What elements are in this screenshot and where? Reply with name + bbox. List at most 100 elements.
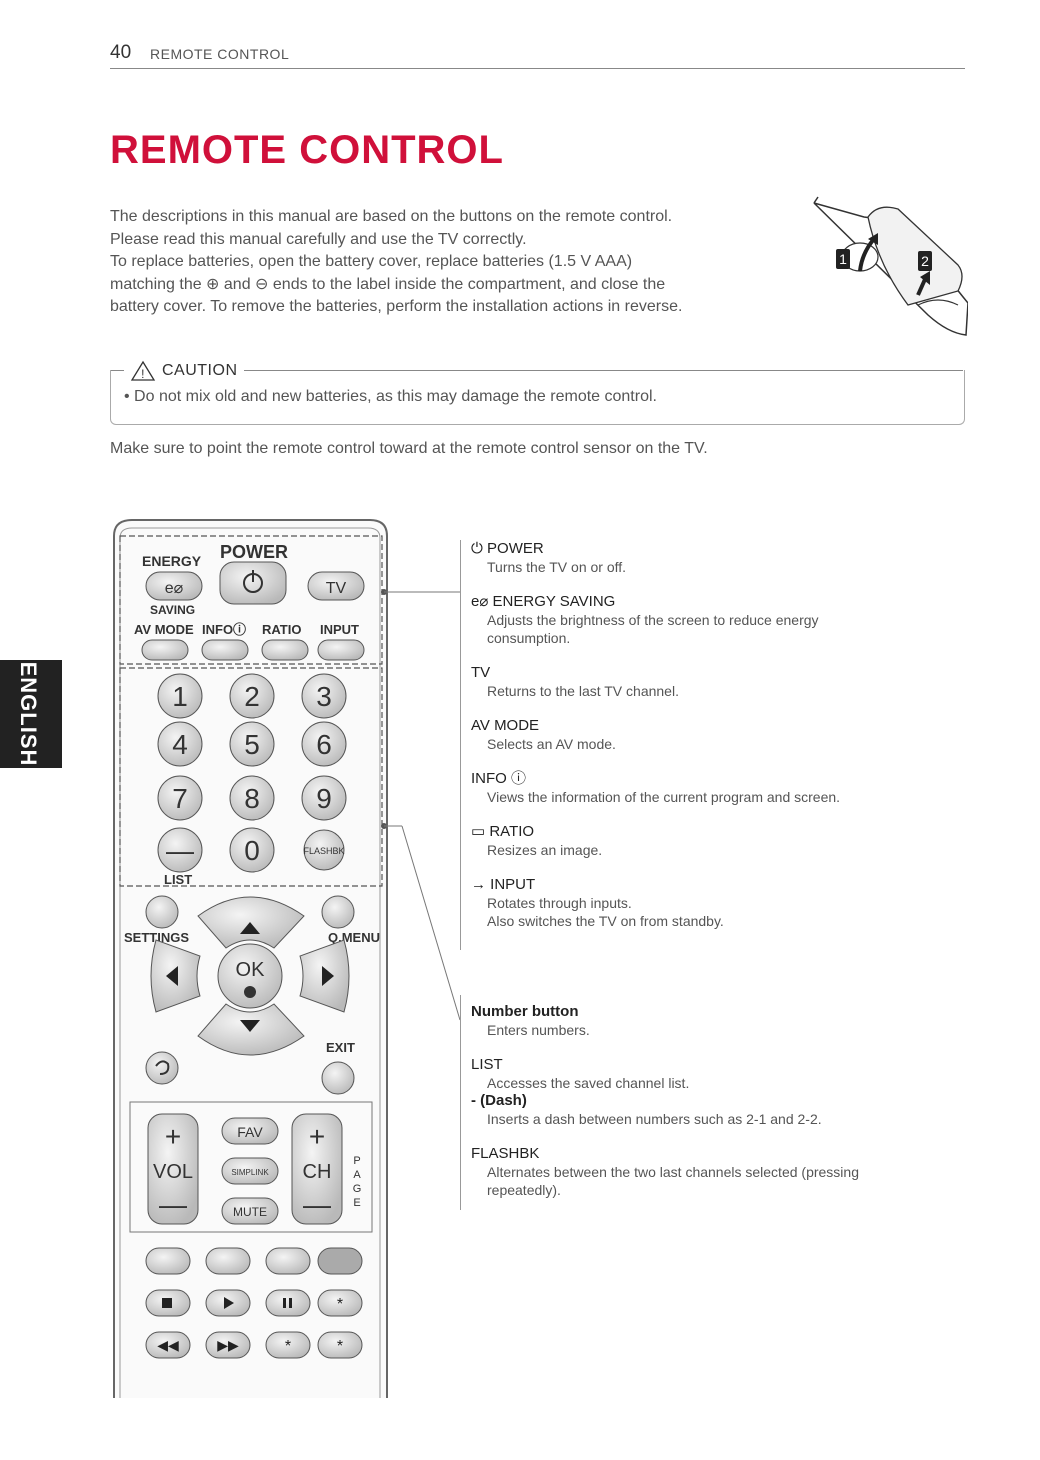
- settings-button: [145, 895, 179, 929]
- desc-info: INFO ⓘ Views the information of the curr…: [471, 770, 841, 805]
- button-descriptions-top: ⏻ POWER Turns the TV on or off. e⌀ ENERG…: [460, 540, 941, 950]
- intro-line: matching the ⊕ and ⊖ ends to the label i…: [110, 275, 666, 293]
- step-2-badge: [918, 251, 932, 271]
- svg-text:G: G: [353, 1183, 362, 1195]
- tv-button: [307, 571, 365, 601]
- svg-text:▶▶: ▶▶: [217, 1337, 239, 1353]
- mute-button: [221, 1197, 279, 1225]
- svg-text:e⌀: e⌀: [165, 580, 184, 597]
- desc-avmode: AV MODE Selects an AV mode.: [471, 717, 616, 752]
- exit-button: [321, 1061, 355, 1095]
- svg-text:—: —: [166, 835, 194, 866]
- settings-label: SETTINGS: [124, 930, 189, 945]
- number-pad: 1 2 3 4 5 6 7 8 9 — 0 FLASHBK LIST: [157, 673, 347, 887]
- section-name: REMOTE CONTROL: [150, 46, 290, 62]
- caution-text: • Do not mix old and new batteries, as t…: [124, 388, 657, 405]
- step-1-label: 1: [839, 251, 847, 267]
- svg-text:7: 7: [172, 783, 188, 814]
- page-number: 40: [110, 42, 132, 63]
- caution-box: ! CAUTION • Do not mix old and new batte…: [110, 360, 965, 426]
- playback-keys: * ◀◀ ▶▶ * *: [145, 1289, 363, 1359]
- navigation-ring: OK: [150, 896, 350, 1056]
- remote-control-illustration: ENERGY POWER e⌀ TV SAVING AV MODE INFOⓘ …: [113, 519, 388, 1398]
- svg-text:*: *: [285, 1338, 291, 1355]
- pointing-instruction: Make sure to point the remote control to…: [110, 440, 708, 457]
- svg-text:6: 6: [316, 729, 332, 760]
- language-label: ENGLISH: [16, 661, 41, 767]
- intro-line: To replace batteries, open the battery c…: [110, 253, 633, 270]
- back-button: [145, 1051, 179, 1085]
- svg-text:OK: OK: [236, 959, 266, 981]
- channel-rocker: [291, 1113, 343, 1225]
- page-header: 40 REMOTE CONTROL: [110, 42, 965, 69]
- desc-power: ⏻ POWER Turns the TV on or off.: [471, 540, 627, 575]
- power-label: POWER: [220, 542, 288, 562]
- intro-line: The descriptions in this manual are base…: [110, 208, 673, 225]
- svg-text:2: 2: [244, 681, 260, 712]
- power-button: [219, 561, 287, 605]
- desc-tv: TV Returns to the last TV channel.: [471, 664, 679, 699]
- saving-label: SAVING: [150, 603, 195, 617]
- page-title: REMOTE CONTROL: [110, 128, 504, 172]
- caution-label: CAUTION: [162, 362, 238, 379]
- exit-label: EXIT: [326, 1040, 355, 1055]
- energy-saving-button: [145, 571, 203, 601]
- intro-paragraph: The descriptions in this manual are base…: [110, 206, 780, 319]
- desc-energy-saving: e⌀ ENERGY SAVING Adjusts the brightness …: [471, 593, 819, 646]
- svg-text:1: 1: [172, 681, 188, 712]
- svg-text:CH: CH: [303, 1161, 332, 1183]
- energy-label: ENERGY: [142, 553, 202, 569]
- svg-text:FAV: FAV: [237, 1124, 263, 1140]
- avmode-label: AV MODE: [134, 622, 194, 637]
- button-descriptions-bottom: Number button Enters numbers. LIST Acces…: [460, 995, 941, 1210]
- intro-line: Please read this manual carefully and us…: [110, 230, 527, 248]
- desc-input: → INPUT Rotates through inputs. Also swi…: [471, 876, 724, 929]
- desc-list: LIST Accesses the saved channel list. - …: [471, 1056, 822, 1127]
- desc-number: Number button Enters numbers.: [471, 1003, 590, 1038]
- svg-text:MUTE: MUTE: [233, 1205, 267, 1219]
- svg-text:FLASHBK: FLASHBK: [303, 846, 344, 856]
- ratio-button: [261, 639, 309, 661]
- svg-text:9: 9: [316, 783, 332, 814]
- input-label: INPUT: [320, 622, 359, 637]
- leader-lines: [381, 589, 461, 1021]
- svg-text:*: *: [337, 1338, 343, 1355]
- svg-text:A: A: [353, 1169, 361, 1181]
- svg-text:VOL: VOL: [153, 1161, 193, 1183]
- svg-text:*: *: [337, 1296, 343, 1313]
- ratio-label: RATIO: [262, 622, 301, 637]
- svg-text:!: !: [141, 367, 145, 381]
- svg-text:SIMPLINK: SIMPLINK: [231, 1168, 269, 1177]
- colour-keys: [145, 1247, 363, 1275]
- svg-text:3: 3: [316, 681, 332, 712]
- svg-text:E: E: [353, 1197, 360, 1209]
- desc-flashbk: FLASHBK Alternates between the two last …: [471, 1145, 859, 1198]
- info-label: INFOⓘ: [202, 622, 246, 637]
- svg-text:—: —: [159, 1189, 187, 1220]
- svg-text:5: 5: [244, 729, 260, 760]
- step-2-label: 2: [921, 253, 929, 269]
- qmenu-button: [321, 895, 355, 929]
- intro-line: battery cover. To remove the batteries, …: [110, 298, 683, 315]
- svg-text:+: +: [309, 1121, 325, 1152]
- page-label: P: [353, 1155, 360, 1167]
- avmode-button: [141, 639, 189, 661]
- svg-text:8: 8: [244, 783, 260, 814]
- ok-button: [217, 943, 283, 1009]
- svg-text:◀◀: ◀◀: [157, 1337, 179, 1353]
- svg-text:0: 0: [244, 835, 260, 866]
- warning-icon: !: [130, 360, 156, 381]
- volume-rocker: [147, 1113, 199, 1225]
- svg-text:4: 4: [172, 729, 188, 760]
- svg-text:LIST: LIST: [164, 872, 192, 887]
- tv-label: TV: [326, 580, 347, 597]
- step-1-badge: [836, 249, 850, 269]
- info-button: [201, 639, 249, 661]
- input-button: [317, 639, 365, 661]
- caution-heading: ! CAUTION: [124, 360, 244, 382]
- language-tab: ENGLISH: [0, 660, 62, 768]
- svg-text:—: —: [303, 1189, 331, 1220]
- simplink-button: [221, 1157, 279, 1185]
- desc-ratio: ▭ RATIO Resizes an image.: [471, 823, 603, 858]
- svg-text:+: +: [165, 1121, 181, 1152]
